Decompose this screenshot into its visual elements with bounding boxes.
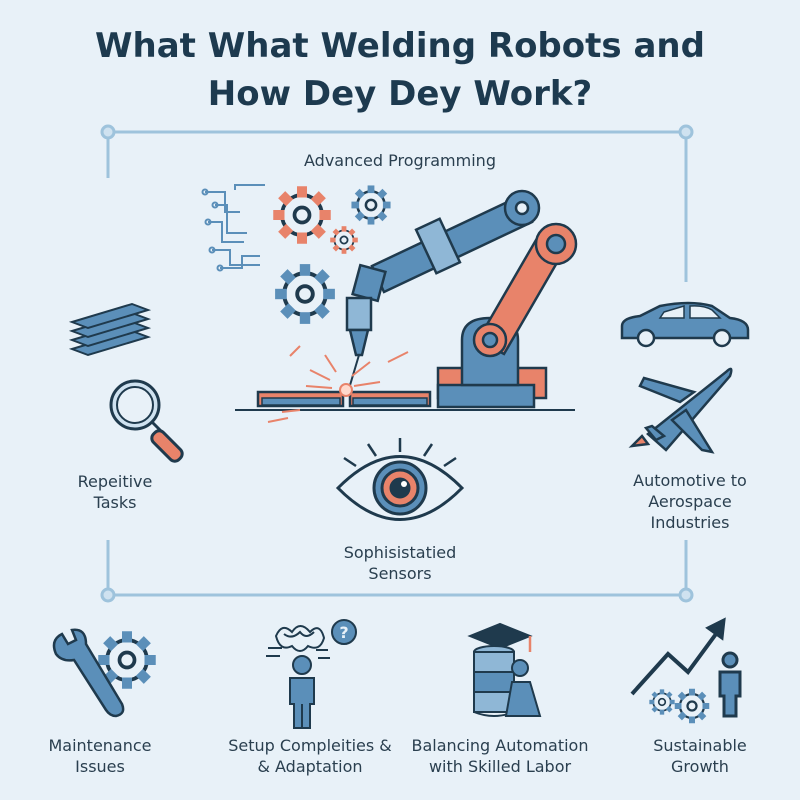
industries-line-1: Automotive to [633, 471, 747, 490]
page-title: What What Welding Robots and How Dey Dey… [0, 22, 800, 118]
growth-chart-icon [630, 617, 742, 725]
sensors-line-1: Sophisistatied [343, 543, 457, 562]
car-icon [620, 301, 750, 348]
label-setup-complexities: Setup Compleities & & Adaptation [210, 735, 410, 777]
airplane-icon [628, 367, 733, 454]
robot-arm-icon [235, 189, 578, 411]
wrench-gear-icon [52, 628, 158, 718]
advanced-programming-text: Advanced Programming [304, 151, 496, 170]
repetitive-tasks-line-1: Repeitive [77, 472, 153, 491]
eye-icon [335, 438, 465, 521]
setup-line-1: Setup Compleities & [228, 736, 392, 755]
setup-line-2: & Adaptation [257, 757, 363, 776]
growth-line-2: Growth [671, 757, 729, 776]
maintenance-line-2: Issues [75, 757, 125, 776]
label-sustainable-growth: Sustainable Growth [620, 735, 780, 777]
sparks [267, 345, 409, 423]
title-line-2: How Dey Dey Work? [207, 74, 593, 114]
label-balancing-automation: Balancing Automation with Skilled Labor [400, 735, 600, 777]
title-line-1: What What Welding Robots and [95, 26, 705, 66]
label-industries: Automotive to Aerospace Industries [600, 470, 780, 533]
sensors-line-2: Sensors [368, 564, 432, 583]
gear-icon-orange-large [271, 184, 333, 246]
label-maintenance-issues: Maintenance Issues [20, 735, 180, 777]
label-sophisticated-sensors: Sophisistatied Sensors [300, 542, 500, 584]
stack-icon [68, 302, 152, 357]
maintenance-line-1: Maintenance [48, 736, 152, 755]
circuit-icon [201, 184, 265, 272]
confused-person-icon: ? [266, 619, 357, 729]
gear-icon-orange-small [329, 225, 359, 255]
label-repetitive-tasks: Repeitive Tasks [40, 471, 190, 513]
magnifier-icon [109, 379, 184, 463]
industries-line-2: Aerospace [648, 492, 732, 511]
label-advanced-programming: Advanced Programming [250, 150, 550, 171]
industries-line-3: Industries [650, 513, 730, 532]
balancing-line-1: Balancing Automation [411, 736, 589, 755]
svg-text:?: ? [339, 623, 348, 642]
growth-line-1: Sustainable [653, 736, 747, 755]
gear-icon-blue-large [273, 262, 337, 326]
frame-lines [100, 124, 694, 603]
gear-icon-blue-small [350, 184, 392, 226]
repetitive-tasks-line-2: Tasks [93, 493, 137, 512]
graduate-server-icon [467, 622, 542, 717]
balancing-line-2: with Skilled Labor [428, 757, 572, 776]
